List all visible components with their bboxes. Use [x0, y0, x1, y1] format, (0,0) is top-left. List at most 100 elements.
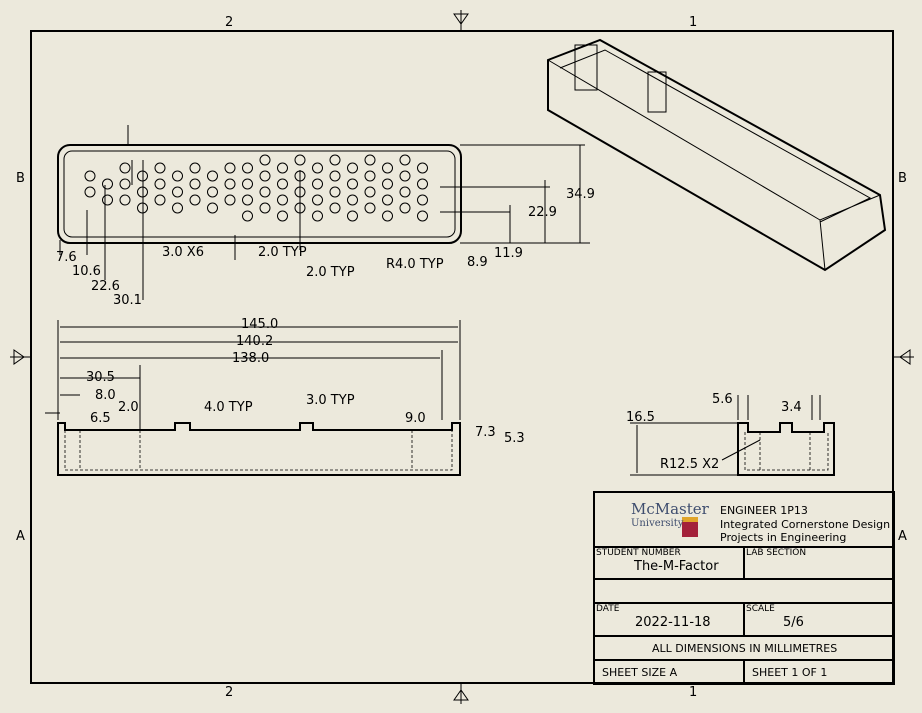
centering-marks — [10, 10, 914, 704]
course-code: ENGINEER 1P13 — [720, 504, 808, 517]
dimension-label: 3.4 — [781, 400, 802, 415]
hole — [329, 186, 341, 198]
hole — [417, 162, 428, 174]
hole — [224, 162, 236, 174]
hole — [172, 170, 183, 182]
dimension-label: 145.0 — [241, 317, 278, 332]
hole — [329, 202, 341, 214]
hole — [277, 178, 288, 190]
hole — [84, 186, 96, 198]
units-note: ALL DIMENSIONS IN MILLIMETRES — [652, 642, 837, 655]
hole — [119, 162, 131, 174]
hole — [172, 186, 183, 198]
mcmaster-logo: McMaster — [631, 500, 710, 518]
zone-label: B — [898, 171, 907, 186]
dimension-label: 10.6 — [72, 264, 101, 279]
dimension-label: 3.0 TYP — [306, 393, 355, 408]
hole — [277, 194, 288, 206]
hole — [364, 202, 376, 214]
hole — [347, 162, 358, 174]
side-view — [630, 395, 835, 476]
hole — [259, 202, 271, 214]
hole — [382, 162, 393, 174]
hole — [259, 170, 271, 182]
hole — [312, 210, 323, 222]
hole — [347, 210, 358, 222]
hole — [224, 194, 236, 206]
scale-label: SCALE — [746, 604, 775, 614]
dimension-label: R12.5 X2 — [660, 457, 719, 472]
hole — [399, 170, 411, 182]
zone-label: 2 — [225, 685, 233, 700]
scale-value: 5/6 — [783, 615, 804, 630]
hole — [399, 186, 411, 198]
hole — [399, 202, 411, 214]
hole — [347, 178, 358, 190]
lab-section-label: LAB SECTION — [746, 548, 806, 558]
hole — [242, 210, 253, 222]
dimension-label: 7.6 — [56, 250, 77, 265]
hole — [277, 162, 288, 174]
hole — [207, 170, 218, 182]
dimension-label: 30.5 — [86, 370, 115, 385]
drawing-border — [30, 30, 894, 684]
course-title-line2: Projects in Engineering — [720, 531, 846, 544]
hole — [417, 210, 428, 222]
zone-label: A — [16, 529, 25, 544]
hole — [364, 186, 376, 198]
zone-label: 1 — [689, 15, 697, 30]
dimension-label: R4.0 TYP — [386, 257, 444, 272]
hole — [119, 194, 131, 206]
sheet-number: SHEET 1 OF 1 — [752, 666, 827, 679]
hole — [189, 178, 201, 190]
zone-label: A — [898, 529, 907, 544]
dimension-label: 138.0 — [232, 351, 269, 366]
hole — [417, 194, 428, 206]
date-value: 2022-11-18 — [635, 615, 711, 630]
dimension-label: 22.6 — [91, 279, 120, 294]
dimension-label: 7.3 — [475, 425, 496, 440]
hole — [364, 170, 376, 182]
date-label: DATE — [596, 604, 620, 614]
hole — [364, 154, 376, 166]
dimension-label: 11.9 — [494, 246, 523, 261]
hole — [347, 194, 358, 206]
hole — [329, 170, 341, 182]
isometric-view — [547, 38, 887, 272]
hole — [312, 194, 323, 206]
hole — [207, 202, 218, 214]
sheet-size: SHEET SIZE A — [602, 666, 678, 679]
hole — [242, 178, 253, 190]
front-view — [45, 320, 461, 476]
hole — [154, 178, 166, 190]
hole — [382, 178, 393, 190]
hole — [84, 170, 96, 182]
dimension-label: 8.9 — [467, 255, 488, 270]
hole — [242, 194, 253, 206]
zone-label: B — [16, 171, 25, 186]
dimension-label: 9.0 — [405, 411, 426, 426]
zone-label: 1 — [689, 685, 697, 700]
dimension-label: 8.0 — [95, 388, 116, 403]
dimension-label: 140.2 — [236, 334, 273, 349]
hole — [382, 194, 393, 206]
dimension-label: 22.9 — [528, 205, 557, 220]
dimension-label: 16.5 — [626, 410, 655, 425]
dimension-label: 6.5 — [90, 411, 111, 426]
hole — [312, 162, 323, 174]
hole — [242, 162, 253, 174]
hole — [277, 210, 288, 222]
hole — [154, 162, 166, 174]
hole — [119, 178, 131, 190]
hole — [154, 194, 166, 206]
hole — [399, 154, 411, 166]
hole — [382, 210, 393, 222]
hole — [312, 178, 323, 190]
mcmaster-logo-sub: University — [631, 518, 684, 529]
hole — [102, 194, 113, 206]
dimension-label: 3.0 X6 — [162, 245, 204, 260]
dimension-label: 5.6 — [712, 392, 733, 407]
top-view — [57, 125, 590, 300]
dimension-label: 5.3 — [504, 431, 525, 446]
